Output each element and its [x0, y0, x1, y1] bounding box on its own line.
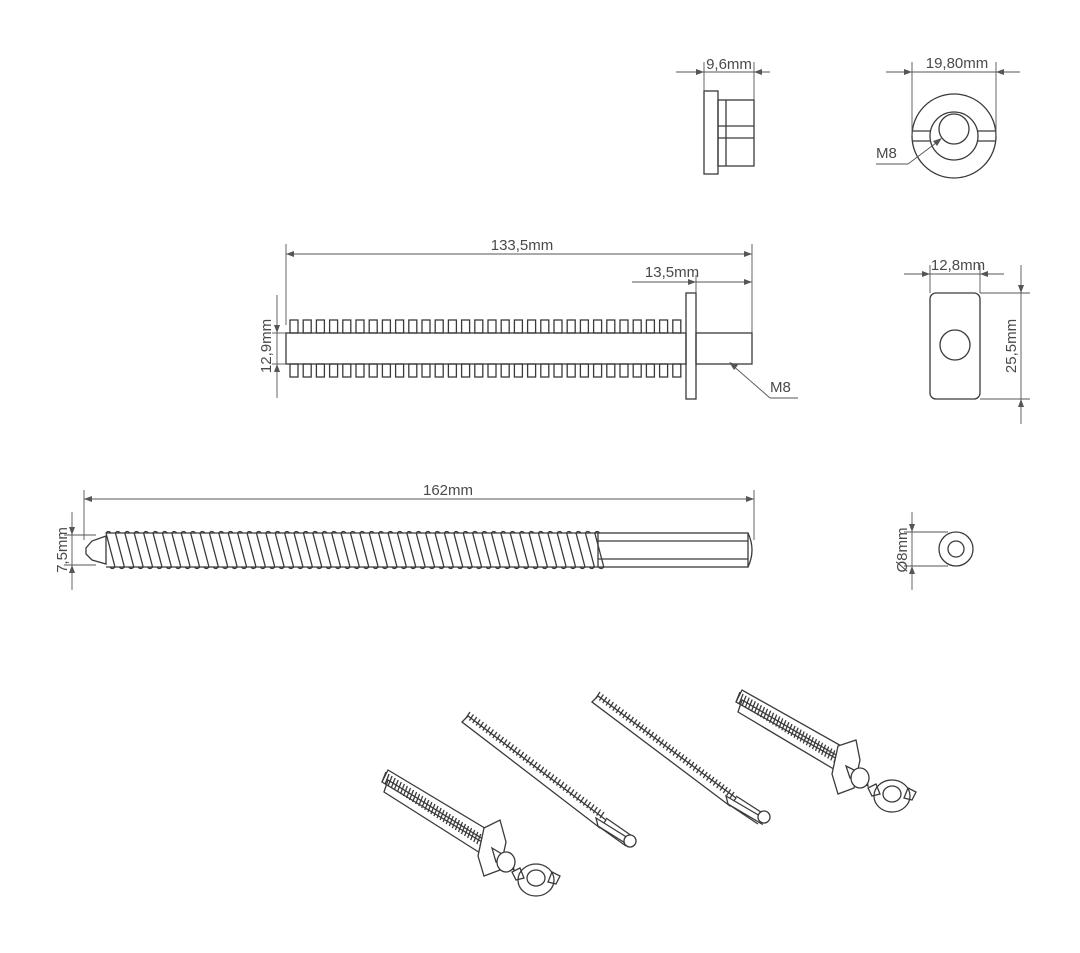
washer-thickness-label: 9,6mm [706, 56, 752, 73]
iso-bolt-right [735, 689, 917, 813]
iso-screw-right [591, 691, 771, 826]
plate-width-label: 12,8mm [931, 257, 985, 274]
screw-end-view: Ø8mm [894, 512, 974, 590]
iso-bolt-left [381, 769, 561, 897]
screw-length-label: 162mm [423, 482, 473, 499]
isometric-parts-view [381, 689, 917, 897]
iso-screw-left [461, 711, 637, 848]
bolt-side-view: 133,5mm 13,5mm 12,9mm M8 [258, 237, 798, 400]
plate-height-label: 25,5mm [1003, 319, 1020, 373]
washer-side-view: 9,6mm [676, 56, 770, 175]
bolt-length-label: 133,5mm [491, 237, 554, 254]
screw-diameter-label: Ø8mm [894, 528, 911, 573]
bolt-core-height-label: 12,9mm [258, 319, 275, 373]
washer-diameter-label: 19,80mm [926, 55, 989, 72]
plate-front-view: 12,8mm 25,5mm [904, 257, 1030, 424]
washer-thread-label: M8 [876, 145, 897, 162]
bolt-spigot-label: 13,5mm [645, 264, 699, 281]
bolt-thread-label: M8 [770, 379, 791, 396]
screw-height-label: 7,5mm [54, 527, 71, 573]
washer-front-view: 19,80mm M8 [876, 55, 1020, 179]
screw-side-view: 162mm 7,5mm [54, 482, 755, 590]
